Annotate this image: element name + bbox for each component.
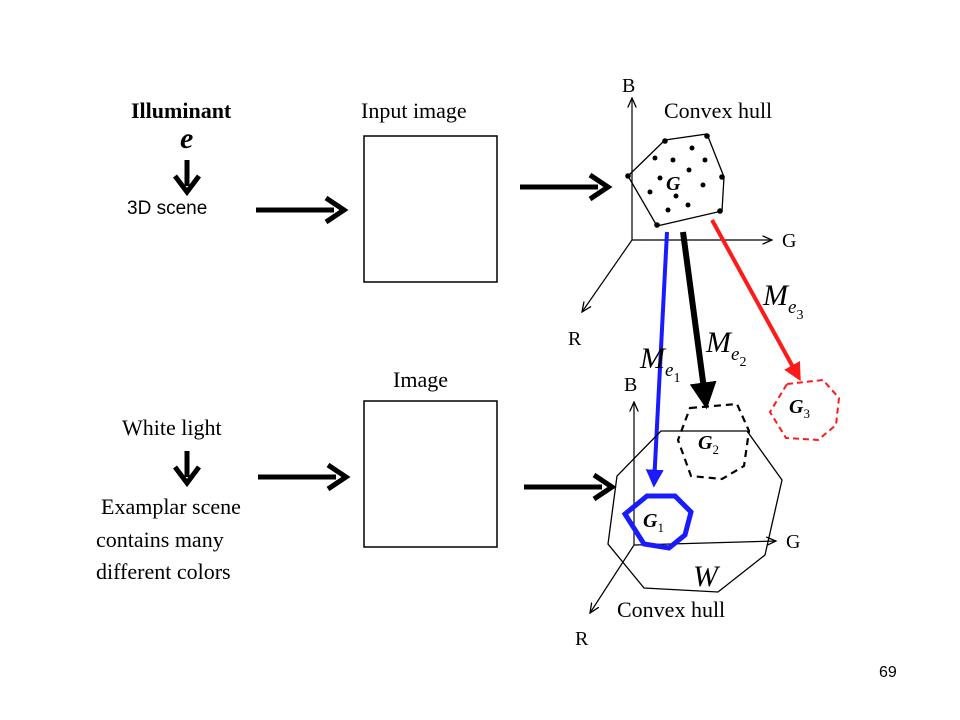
illuminant-label: Illuminant	[131, 98, 232, 123]
top-axis-g-label: G	[782, 230, 796, 252]
image-to-canonical-hull-arrow	[524, 472, 617, 502]
mapped-gamut-2	[676, 402, 751, 481]
mapped-gamut-3-label: G3	[789, 396, 810, 421]
mapped-gamut-1-label: G1	[643, 510, 664, 535]
image-to-hull-arrow	[520, 172, 613, 202]
illuminant-down-arrow	[173, 160, 201, 197]
page-number: 69	[879, 664, 897, 681]
mapping-arrow-1	[645, 231, 669, 488]
mapping-1-label: Me1	[639, 342, 680, 386]
bottom-axis-r-label: R	[575, 628, 589, 650]
image-label: Image	[393, 367, 448, 392]
bottom-axis-b-label: B	[624, 374, 637, 396]
mapping-arrow-2	[680, 231, 717, 410]
bottom-convex-hull-label: Convex hull	[617, 597, 725, 622]
input-gamut-points	[625, 133, 725, 228]
mapped-gamut-2-label: G2	[698, 432, 719, 457]
top-scene-label: 3D scene	[127, 198, 207, 219]
top-rgb-axes	[582, 98, 772, 312]
top-axis-r-label: R	[568, 328, 582, 350]
input-image-label: Input image	[361, 98, 467, 123]
input-gamut-symbol: G	[666, 173, 681, 195]
mapping-arrow-3	[710, 219, 801, 382]
mapping-2-label: Me2	[705, 326, 746, 370]
exemplar-scene-line-3: different colors	[96, 559, 231, 584]
image-box	[363, 400, 498, 548]
exemplar-scene-line-2: contains many	[96, 527, 224, 552]
mapped-gamut-1	[621, 493, 694, 551]
white-light-down-arrow	[173, 451, 201, 488]
canonical-gamut-symbol: W	[693, 560, 721, 593]
top-convex-hull-label: Convex hull	[664, 98, 772, 123]
white-light-label: White light	[122, 415, 222, 440]
exemplar-scene-line-1: Examplar scene	[101, 494, 241, 519]
mapped-gamut-3	[768, 378, 841, 442]
canonical-gamut-polygon	[607, 430, 783, 593]
bottom-axis-g-label: G	[786, 531, 800, 553]
illuminant-symbol: e	[180, 122, 193, 155]
mapping-3-label: Me3	[762, 279, 803, 323]
top-axis-b-label: B	[622, 75, 635, 97]
input-image-box	[363, 135, 498, 283]
scene-to-image-arrow	[256, 195, 349, 225]
exemplar-to-image-arrow	[258, 462, 351, 492]
